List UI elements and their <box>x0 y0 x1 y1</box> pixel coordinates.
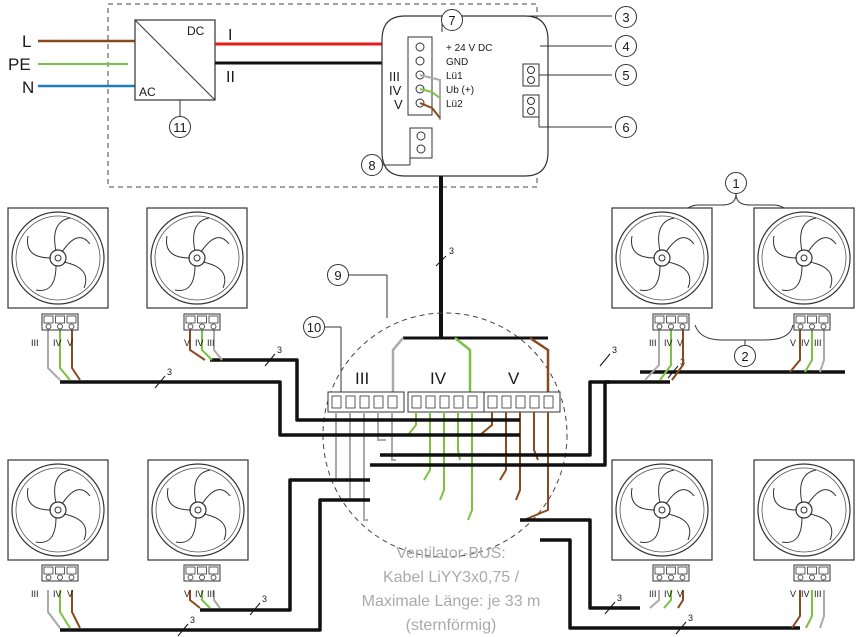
fan-terminal-label: III <box>649 589 657 599</box>
bus-note-line: Maximale Länge: je 33 m <box>362 593 541 610</box>
controller-connector-6 <box>522 94 540 118</box>
callout-4: 4 <box>622 39 629 54</box>
cable-count-mark: 3 <box>277 345 282 355</box>
bus-note-line: Kabel LiYY3x0,75 / <box>383 569 520 586</box>
controller-roman-v: V <box>394 97 403 112</box>
distributor-label-v: V <box>508 369 520 388</box>
callout-10: 10 <box>307 320 321 335</box>
fan-terminal-label: III <box>207 338 215 348</box>
terminal-label-ub: Ub (+) <box>446 85 474 96</box>
terminal-label-24v: + 24 V DC <box>446 43 492 54</box>
mains-label-n: N <box>22 78 34 97</box>
distributor-terminals <box>327 391 561 413</box>
fan-terminal-label: V <box>790 338 796 348</box>
fan-terminal-label: IV <box>801 338 810 348</box>
fan-drop-wires <box>47 330 825 629</box>
psu-dc-label: DC <box>187 24 205 38</box>
fan-unit <box>753 207 855 309</box>
fan-terminal-block <box>41 313 79 331</box>
fan-terminal-label: IV <box>53 589 62 599</box>
fan-terminal-block <box>652 564 690 582</box>
fan-terminal-label: IV <box>801 589 810 599</box>
callout-6: 6 <box>622 120 629 135</box>
fan-terminal-label: III <box>31 589 39 599</box>
cable-count-mark: 3 <box>167 367 172 377</box>
fan-terminal-label: V <box>790 589 796 599</box>
psu-output-ii: II <box>226 69 235 86</box>
fan-terminal-label: III <box>31 338 39 348</box>
fan-terminal-block <box>41 564 79 582</box>
callout-3: 3 <box>622 10 629 25</box>
distributor-brown-wires <box>479 412 549 521</box>
fan-unit <box>611 459 713 561</box>
distributor-label-iv: IV <box>430 369 447 388</box>
fan-terminal-label: IV <box>664 589 673 599</box>
fan-terminal-label: IV <box>195 589 204 599</box>
controller-internal-wiring <box>419 74 441 120</box>
fan-terminal-label: IV <box>53 338 62 348</box>
callout-9: 9 <box>334 268 341 283</box>
distributor-feed <box>391 336 550 392</box>
fan-terminal-label: V <box>677 589 683 599</box>
fan-terminal-block <box>652 313 690 331</box>
controller-roman-iii: III <box>389 69 400 84</box>
callout-5: 5 <box>622 68 629 83</box>
fan-terminal-label: III <box>207 589 215 599</box>
fan-terminal-label: V <box>67 338 73 348</box>
terminal-label-gnd: GND <box>446 57 468 68</box>
terminal-label-lu1: Lü1 <box>446 71 463 82</box>
fan-terminal-label: IV <box>195 338 204 348</box>
distributor-zone <box>322 312 568 558</box>
fan-terminal-block <box>793 564 831 582</box>
callout-7: 7 <box>448 13 455 28</box>
cable-count-mark: 3 <box>612 345 617 355</box>
callout-2: 2 <box>741 349 748 364</box>
distributor-label-iii: III <box>355 369 369 388</box>
fan-terminal-label: III <box>814 589 822 599</box>
bus-note-line: Ventilator-BUS: <box>396 545 505 562</box>
fan-terminal-block <box>793 313 831 331</box>
mains-label-pe: PE <box>8 55 31 74</box>
fan-unit <box>7 459 109 561</box>
bus-note-line: (sternförmig) <box>406 617 497 634</box>
fan-terminal-label: V <box>184 338 190 348</box>
callout-11: 11 <box>173 120 187 135</box>
fan-unit <box>753 459 855 561</box>
callout-8: 8 <box>368 158 375 173</box>
cable-count-main: 3 <box>449 246 454 256</box>
power-supply-unit <box>134 19 216 101</box>
callout-1: 1 <box>732 176 739 191</box>
cable-count-mark: 3 <box>688 613 693 623</box>
fan-terminal-label: V <box>67 589 73 599</box>
psu-output-i: I <box>228 27 232 44</box>
psu-ac-label: AC <box>139 85 156 99</box>
terminal-label-lu2: Lü2 <box>446 99 463 110</box>
fan-terminal-block <box>183 313 221 331</box>
cable-count-mark: 3 <box>617 593 622 603</box>
cable-count-mark: 3 <box>190 615 195 625</box>
controller-roman-iv: IV <box>389 83 402 98</box>
fan-unit <box>147 459 249 561</box>
cable-count-mark: 3 <box>262 594 267 604</box>
callout-leaders <box>325 15 794 392</box>
fan-terminal-label: III <box>649 338 657 348</box>
controller-connector-5 <box>522 63 540 87</box>
fan-terminal-block <box>183 564 221 582</box>
fan-terminal-label: IV <box>664 338 673 348</box>
fan-unit <box>146 207 248 309</box>
mains-label-l: L <box>22 32 31 51</box>
controller-connector-8 <box>409 127 433 159</box>
bus-cables <box>60 358 845 632</box>
fan-unit <box>611 207 713 309</box>
fan-unit <box>7 207 109 309</box>
fan-terminal-label: III <box>814 338 822 348</box>
fan-terminal-label: V <box>677 338 683 348</box>
mains-wiring <box>38 39 135 88</box>
fan-terminal-label: V <box>184 589 190 599</box>
cable-count-marks <box>154 353 687 637</box>
